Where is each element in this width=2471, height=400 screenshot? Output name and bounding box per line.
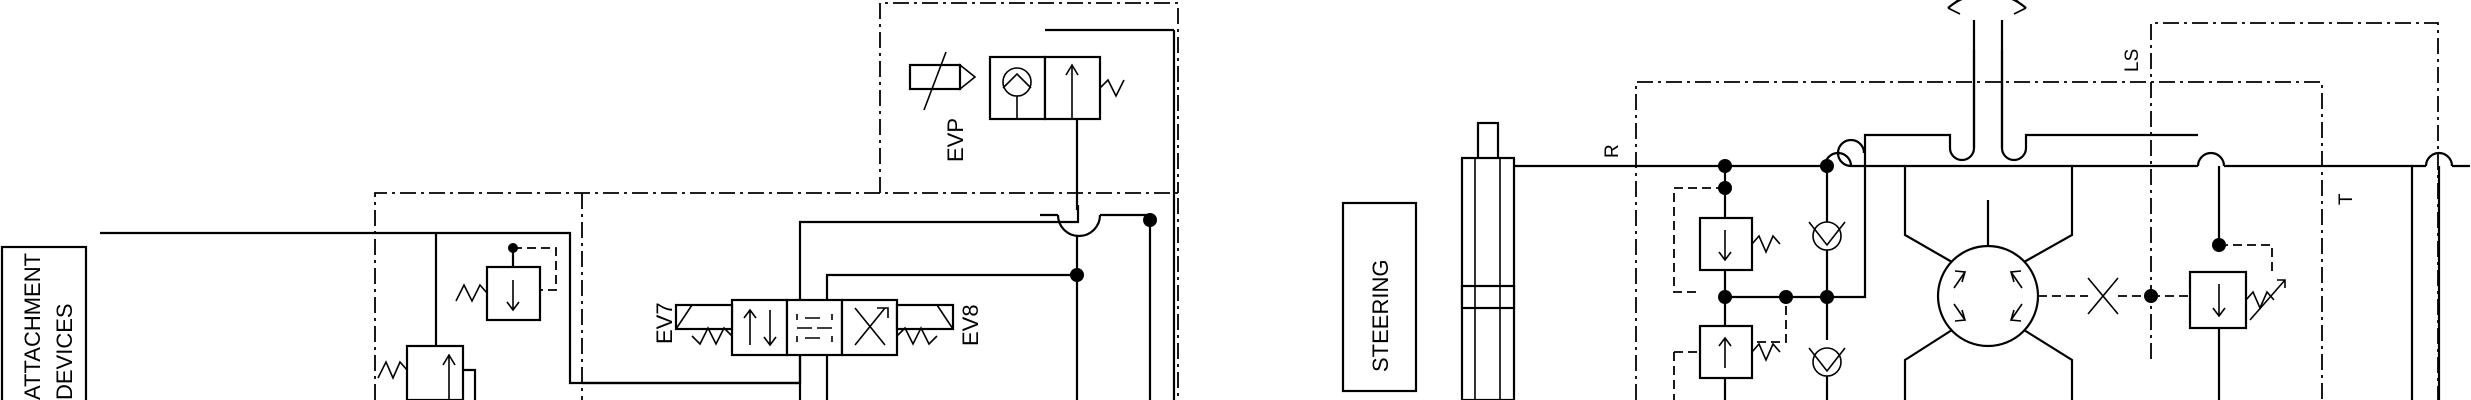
steering-shaft	[1947, 0, 2027, 148]
ls-orifice	[2038, 277, 2190, 315]
lower-spool-valve	[377, 344, 477, 400]
ls-enclosure	[2150, 22, 2439, 400]
evp-label: EVP	[943, 118, 968, 162]
attachment-return-lines	[1040, 28, 1176, 400]
r-label: R	[1602, 144, 1623, 158]
steering-label-box: STEERING	[1341, 201, 1418, 393]
r-line-crossovers	[1823, 138, 2454, 168]
steering-label: STEERING	[1368, 260, 1393, 372]
attachment-devices-label-box: ATTACHMENT DEVICES	[0, 245, 88, 400]
attachment-label-line1: ATTACHMENT	[20, 253, 45, 400]
evp-valve: EVP	[908, 51, 1125, 162]
steering-cylinder	[1460, 121, 1516, 400]
steering-motor	[1903, 166, 2074, 400]
steering-unit-enclosure	[1635, 81, 2323, 400]
evp-enclosure	[879, 2, 1179, 193]
attachment-label-line2: DEVICES	[52, 303, 77, 400]
t-label: T	[2336, 193, 2357, 205]
ls-label: LS	[2122, 49, 2143, 72]
ev8-label: EV8	[958, 304, 983, 346]
directional-valve-ev7-ev8: EV7 EV8	[582, 205, 1080, 400]
ev7-label: EV7	[652, 302, 677, 344]
shock-valves	[1673, 159, 1793, 400]
valve-block-enclosure	[374, 192, 1179, 400]
check-valves	[1725, 50, 2198, 400]
pressure-valve-right	[2188, 166, 2286, 400]
